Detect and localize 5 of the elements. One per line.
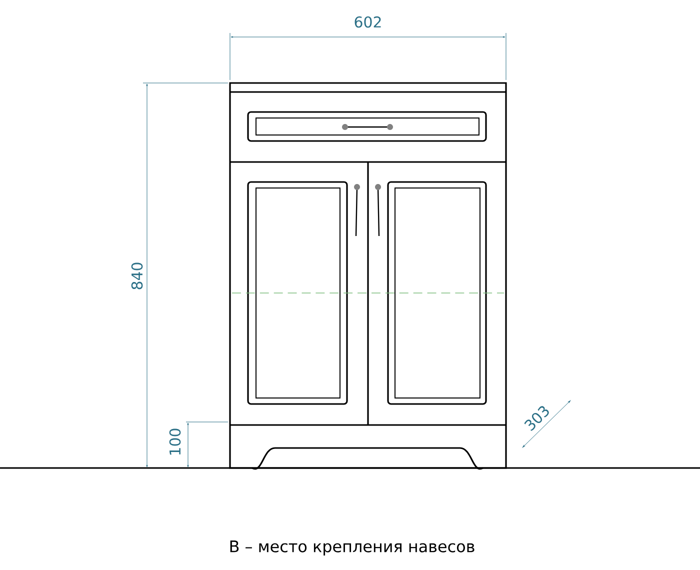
dimension-label: 100 [169,428,181,455]
dimension-label: 303 [524,406,549,431]
dimension-label: 840 [131,262,143,290]
dimension-label: 602 [354,16,381,28]
note: В – место крепления навесов [230,540,474,556]
